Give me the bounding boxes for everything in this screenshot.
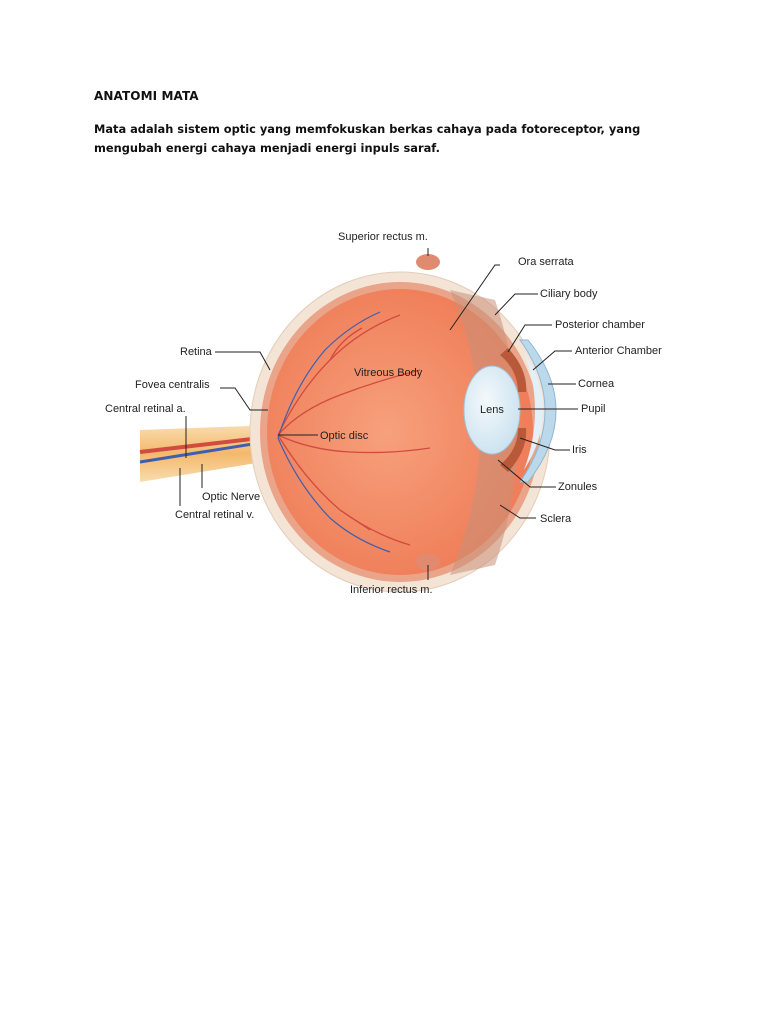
- label-central-retinal-vein: Central retinal v.: [175, 509, 254, 521]
- label-posterior-chamber: Posterior chamber: [555, 319, 645, 331]
- label-optic-nerve: Optic Nerve: [202, 491, 260, 503]
- inferior-rectus-shape: [416, 554, 440, 570]
- label-fovea-centralis: Fovea centralis: [135, 379, 210, 391]
- label-cornea: Cornea: [578, 378, 615, 390]
- label-ciliary-body: Ciliary body: [540, 288, 598, 300]
- label-inferior-rectus: Inferior rectus m.: [350, 584, 433, 596]
- retinal-veins: [277, 311, 391, 553]
- label-pupil: Pupil: [581, 403, 605, 415]
- anterior-chamber-shape: [524, 352, 543, 470]
- label-vitreous-body: Vitreous Body: [354, 367, 423, 379]
- label-anterior-chamber: Anterior Chamber: [575, 345, 662, 357]
- eye-anatomy-figure: Superior rectus m. Ora serrata Ciliary b…: [100, 220, 680, 605]
- iris-shape-lower: [500, 428, 527, 472]
- eye-anatomy-diagram: Superior rectus m. Ora serrata Ciliary b…: [105, 231, 662, 596]
- retinal-vessels: [277, 314, 431, 546]
- cornea-shape: [519, 339, 557, 483]
- document-title: ANATOMI MATA: [94, 89, 199, 103]
- label-optic-disc: Optic disc: [320, 430, 369, 442]
- superior-rectus-shape: [416, 254, 440, 270]
- label-central-retinal-artery: Central retinal a.: [105, 403, 186, 415]
- label-retina: Retina: [180, 346, 213, 358]
- lens-shape: [463, 365, 521, 455]
- iris-shape: [500, 348, 527, 392]
- label-ora-serrata: Ora serrata: [518, 256, 575, 268]
- leader-lines: [179, 248, 578, 580]
- label-superior-rectus: Superior rectus m.: [338, 231, 428, 243]
- label-iris: Iris: [572, 444, 587, 456]
- label-sclera: Sclera: [540, 513, 572, 525]
- label-zonules: Zonules: [558, 481, 598, 493]
- label-lens: Lens: [480, 404, 504, 416]
- document-paragraph: Mata adalah sistem optic yang memfokuska…: [94, 122, 641, 155]
